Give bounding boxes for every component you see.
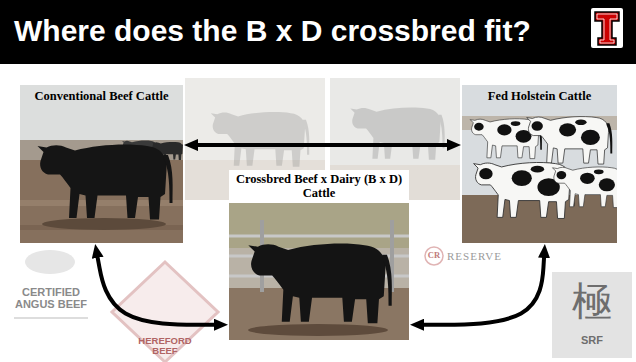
photo-panel: Fed Holstein Cattle <box>462 85 617 243</box>
crossbred-cattle-photo-part <box>229 170 409 203</box>
faded-logos-part <box>14 317 88 319</box>
university-logo <box>591 8 623 48</box>
logo-watermark: 極 <box>552 279 632 323</box>
panel-caption: Crossbred Beef x Dairy (B x D) Cattle <box>229 170 409 203</box>
holstein-cattle-photo-part <box>552 167 617 208</box>
conventional-cattle-photo-part <box>38 145 173 220</box>
logo-watermark: CERTIFIED ANGUS BEEF <box>10 286 92 310</box>
faded-logos-part <box>112 262 218 362</box>
conventional-cattle-photo-part <box>20 85 183 243</box>
panel-caption: Conventional Beef Cattle <box>20 85 183 107</box>
faded-logos-part <box>425 247 443 265</box>
double-arrow <box>196 143 449 147</box>
conventional-cattle-photo <box>20 85 183 243</box>
faded-photos-part <box>211 112 310 167</box>
slide-title: Where does the B x D crossbred fit? <box>14 13 531 49</box>
holstein-cattle-photo-part <box>527 117 613 165</box>
university-logo-part <box>591 8 623 48</box>
faded-logos-part <box>25 250 75 274</box>
double-arrow <box>97 256 216 325</box>
crossbred-cattle-photo <box>229 170 409 340</box>
holstein-cattle-photo <box>462 85 617 243</box>
photo-panel: Crossbred Beef x Dairy (B x D) Cattle <box>229 170 409 340</box>
crossbred-cattle-photo-part <box>229 203 409 248</box>
logo-watermark: CR <box>426 251 442 260</box>
university-logo-part <box>595 12 619 45</box>
panel-caption: Fed Holstein Cattle <box>462 85 617 107</box>
faded-photos-part <box>350 108 444 160</box>
double-arrow <box>422 256 544 325</box>
university-logo-part <box>597 14 617 43</box>
crossbred-cattle-photo-part <box>229 235 409 238</box>
logo-watermark: RESERVE <box>447 250 519 262</box>
logo-watermark: HEREFORD BEEF <box>125 336 205 357</box>
photo-panel: Conventional Beef Cattle <box>20 85 183 243</box>
logo-watermark: SRF <box>552 334 632 346</box>
crossbred-cattle-photo-part <box>248 324 388 336</box>
title-bar <box>0 0 636 64</box>
faded-logos-part <box>552 272 632 358</box>
crossbred-cattle-photo-part <box>248 244 392 324</box>
holstein-cattle-photo-part <box>462 85 617 243</box>
conventional-cattle-photo-part <box>42 218 166 230</box>
